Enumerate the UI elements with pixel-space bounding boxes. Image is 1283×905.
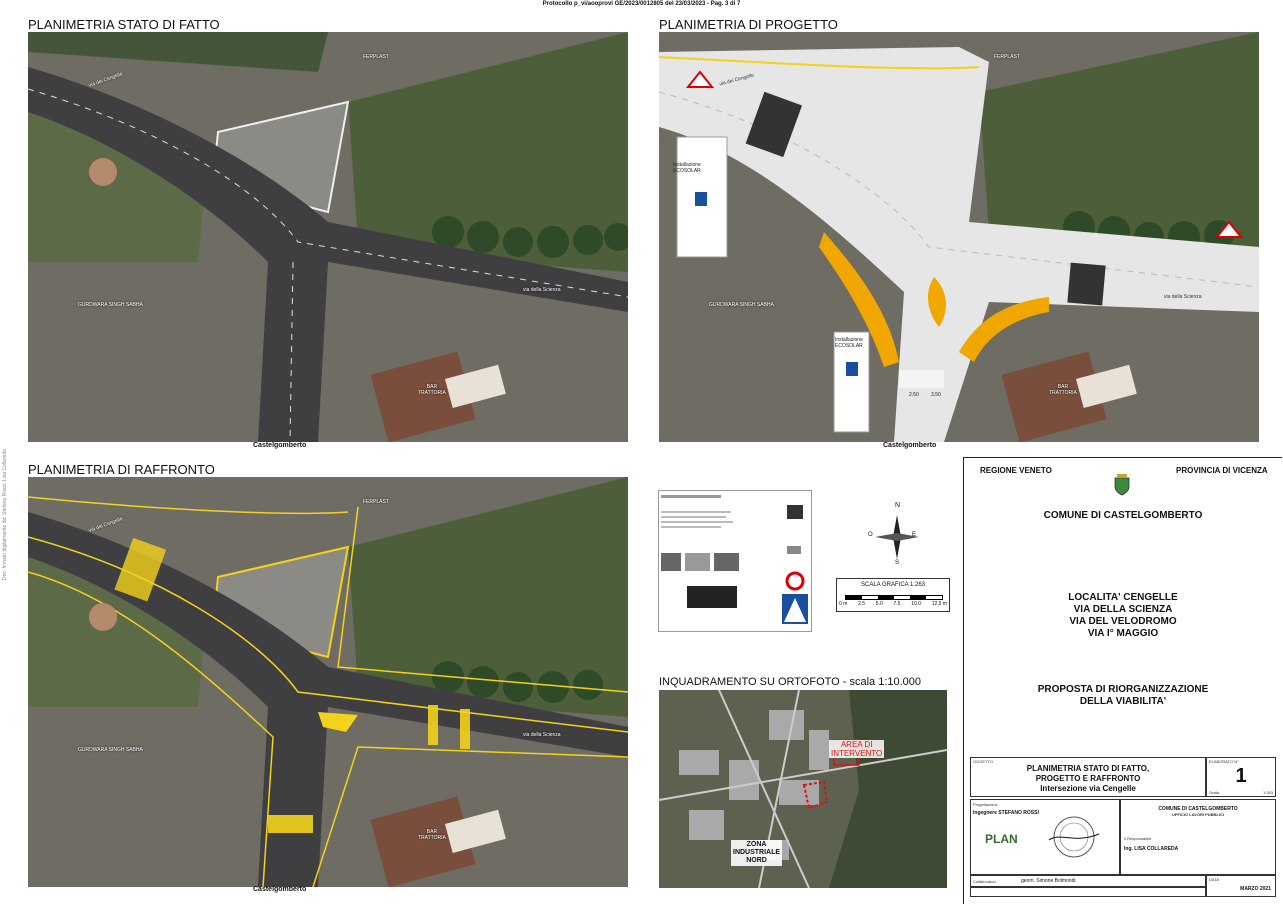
elaborato-cell: ELABORATO N° 1 Scala 1:263 [1206,757,1276,797]
map-progetto: via dei Cengelle FERPLAST GURDWARA SINGH… [659,32,1259,442]
scale-ticks: 0 m 2.5 5.0 7.5 10.0 12.5 m [839,601,947,607]
scale-tick-2: 5.0 [875,601,883,607]
compass-s: S [895,560,900,566]
label-via-scienza: via della Scienza [523,287,561,293]
map-stato-di-fatto: via dei Cengelle FERPLAST GURDWARA SINGH… [28,32,628,442]
scale-tick-5: 12.5 m [931,601,947,607]
oggetto-line-2: PROGETTO E RAFFRONTO [1035,774,1141,783]
revision-row [970,887,1206,897]
scale-bar [845,595,943,600]
data-label: DATA [1209,877,1220,882]
scale-tick-0: 0 m [839,601,848,607]
compass-w: O [868,532,873,538]
ingegnere-name: Ingegnere STEFANO ROSSI [973,810,1039,816]
ortho-map: AREA DI INTERVENTO ZONA INDUSTRIALE NORD [659,690,947,888]
label-ferplast-2: FERPLAST [994,54,1020,60]
elaborato-label: ELABORATO N° [1209,759,1239,764]
data-value: MARZO 2021 [1240,886,1271,892]
town-label-3: Castelgomberto [253,886,307,893]
scale-tick-1: 2.5 [858,601,866,607]
label-bar: BAR TRATTORIA [418,384,446,396]
compass-n: N [895,502,901,509]
digital-signature-note: Doc. firmato digitalmente da: Stefano Ro… [2,449,8,580]
engineer-stamp-icon [1045,814,1103,860]
collaboratori-name: geom. Simone Bolmondi [1021,878,1076,884]
ortho-title: INQUADRAMENTO SU ORTOFOTO - scala 1:10.0… [659,676,922,688]
label-bar-2: BAR TRATTORIA [1049,384,1077,396]
proposta-block: PROPOSTA DI RIORGANIZZAZIONE DELLA VIABI… [964,684,1282,708]
localita-block: LOCALITA' CENGELLE VIA DELLA SCIENZA VIA… [964,592,1282,640]
responsabile-name: Ing. LISA COLLAREDA [1124,846,1179,852]
oggetto-line-1: PLANIMETRIA STATO DI FATTO, [1026,764,1150,773]
label-gurdwara: GURDWARA SINGH SABHA [78,302,143,308]
dim-label-1: 2.50 [909,392,919,398]
localita-line-4: VIA I° MAGGIO [1087,628,1159,639]
collaboratori-cell: Collaboratori geom. Simone Bolmondi [970,875,1206,887]
progettazione-label: Progettazione [973,802,998,807]
responsabile-label: Il Responsabile [1124,836,1152,841]
label-gurdwara-2: GURDWARA SINGH SABHA [709,302,774,308]
ecosolar-product-sheet [658,490,812,632]
label-via-scienza-3: via della Scienza [523,732,561,738]
compass-e: E [912,532,917,538]
scala-value: 1:263 [1262,790,1273,795]
data-cell: DATA MARZO 2021 [1206,875,1276,897]
label-ferplast-3: FERPLAST [363,499,389,505]
plan-logo: PLAN [985,832,1018,846]
panel-title-progetto: PLANIMETRIA DI PROGETTO [659,17,838,32]
proposta-line-2: DELLA VIABILITA' [1079,696,1167,707]
localita-line-1: LOCALITA' CENGELLE [1068,592,1178,603]
localita-line-3: VIA DEL VELODROMO [1069,616,1177,627]
oggetto-line-3: Intersezione via Cengelle [1040,784,1136,793]
label-via-scienza-2: via della Scienza [1164,294,1202,300]
label-bar-3: BAR TRATTORIA [418,829,446,841]
oggetto-text: PLANIMETRIA STATO DI FATTO, PROGETTO E R… [971,764,1205,794]
ufficio-label: UFFICIO LAVORI PUBBLICI [1172,812,1224,817]
coat-of-arms-icon [1113,474,1131,496]
scala-label: Scala [1209,790,1220,795]
collaboratori-label: Collaboratori [973,879,996,884]
label-ecosolar-2: Installazione ECOSOLAR [835,337,863,349]
town-label-2: Castelgomberto [883,442,937,449]
panel-title-stato: PLANIMETRIA STATO DI FATTO [28,17,220,32]
label-gurdwara-3: GURDWARA SINGH SABHA [78,747,143,753]
province-label: PROVINCIA DI VICENZA [1176,466,1268,475]
graphic-scale: SCALA GRAFICA 1:263 0 m 2.5 5.0 7.5 10.0 12.5… [836,578,950,612]
localita-line-2: VIA DELLA SCIENZA [1073,604,1173,615]
oggetto-cell: OGGETTO PLANIMETRIA STATO DI FATTO, PROG… [970,757,1206,797]
oggetto-label: OGGETTO [973,759,993,764]
scale-title: SCALA GRAFICA 1:263 [860,582,926,588]
protocol-header: Protocollo p_vi/aooprovi GE/2023/0012805… [542,1,741,7]
region-label: REGIONE VENETO [980,466,1052,475]
comune-title: COMUNE DI CASTELGOMBERTO [1043,510,1203,521]
map-raffronto: via dei Cengelle FERPLAST GURDWARA SINGH… [28,477,628,887]
town-label-1: Castelgomberto [253,442,307,449]
progettazione-cell: Progettazione Ingegnere STEFANO ROSSI PL… [970,799,1120,875]
label-ferplast: FERPLAST [363,54,389,60]
north-arrow-icon [872,512,922,562]
dim-label-2: 3.50 [931,392,941,398]
elaborato-number: 1 [1235,765,1247,787]
comune-cell: COMUNE DI CASTELGOMBERTO UFFICIO LAVORI … [1120,799,1276,875]
scale-tick-3: 7.5 [893,601,901,607]
scale-tick-4: 10.0 [911,601,921,607]
area-intervento-label: AREA DI INTERVENTO [829,740,885,758]
zona-industriale-label: ZONA INDUSTRIALE NORD [731,840,783,866]
proposta-line-1: PROPOSTA DI RIORGANIZZAZIONE [1037,684,1209,695]
label-ecosolar-1: Installazione ECOSOLAR [673,162,701,174]
comune-box-name: COMUNE DI CASTELGOMBERTO [1158,806,1238,812]
title-block: REGIONE VENETO PROVINCIA DI VICENZA COMU… [963,457,1282,904]
panel-title-raffronto: PLANIMETRIA DI RAFFRONTO [28,462,215,477]
